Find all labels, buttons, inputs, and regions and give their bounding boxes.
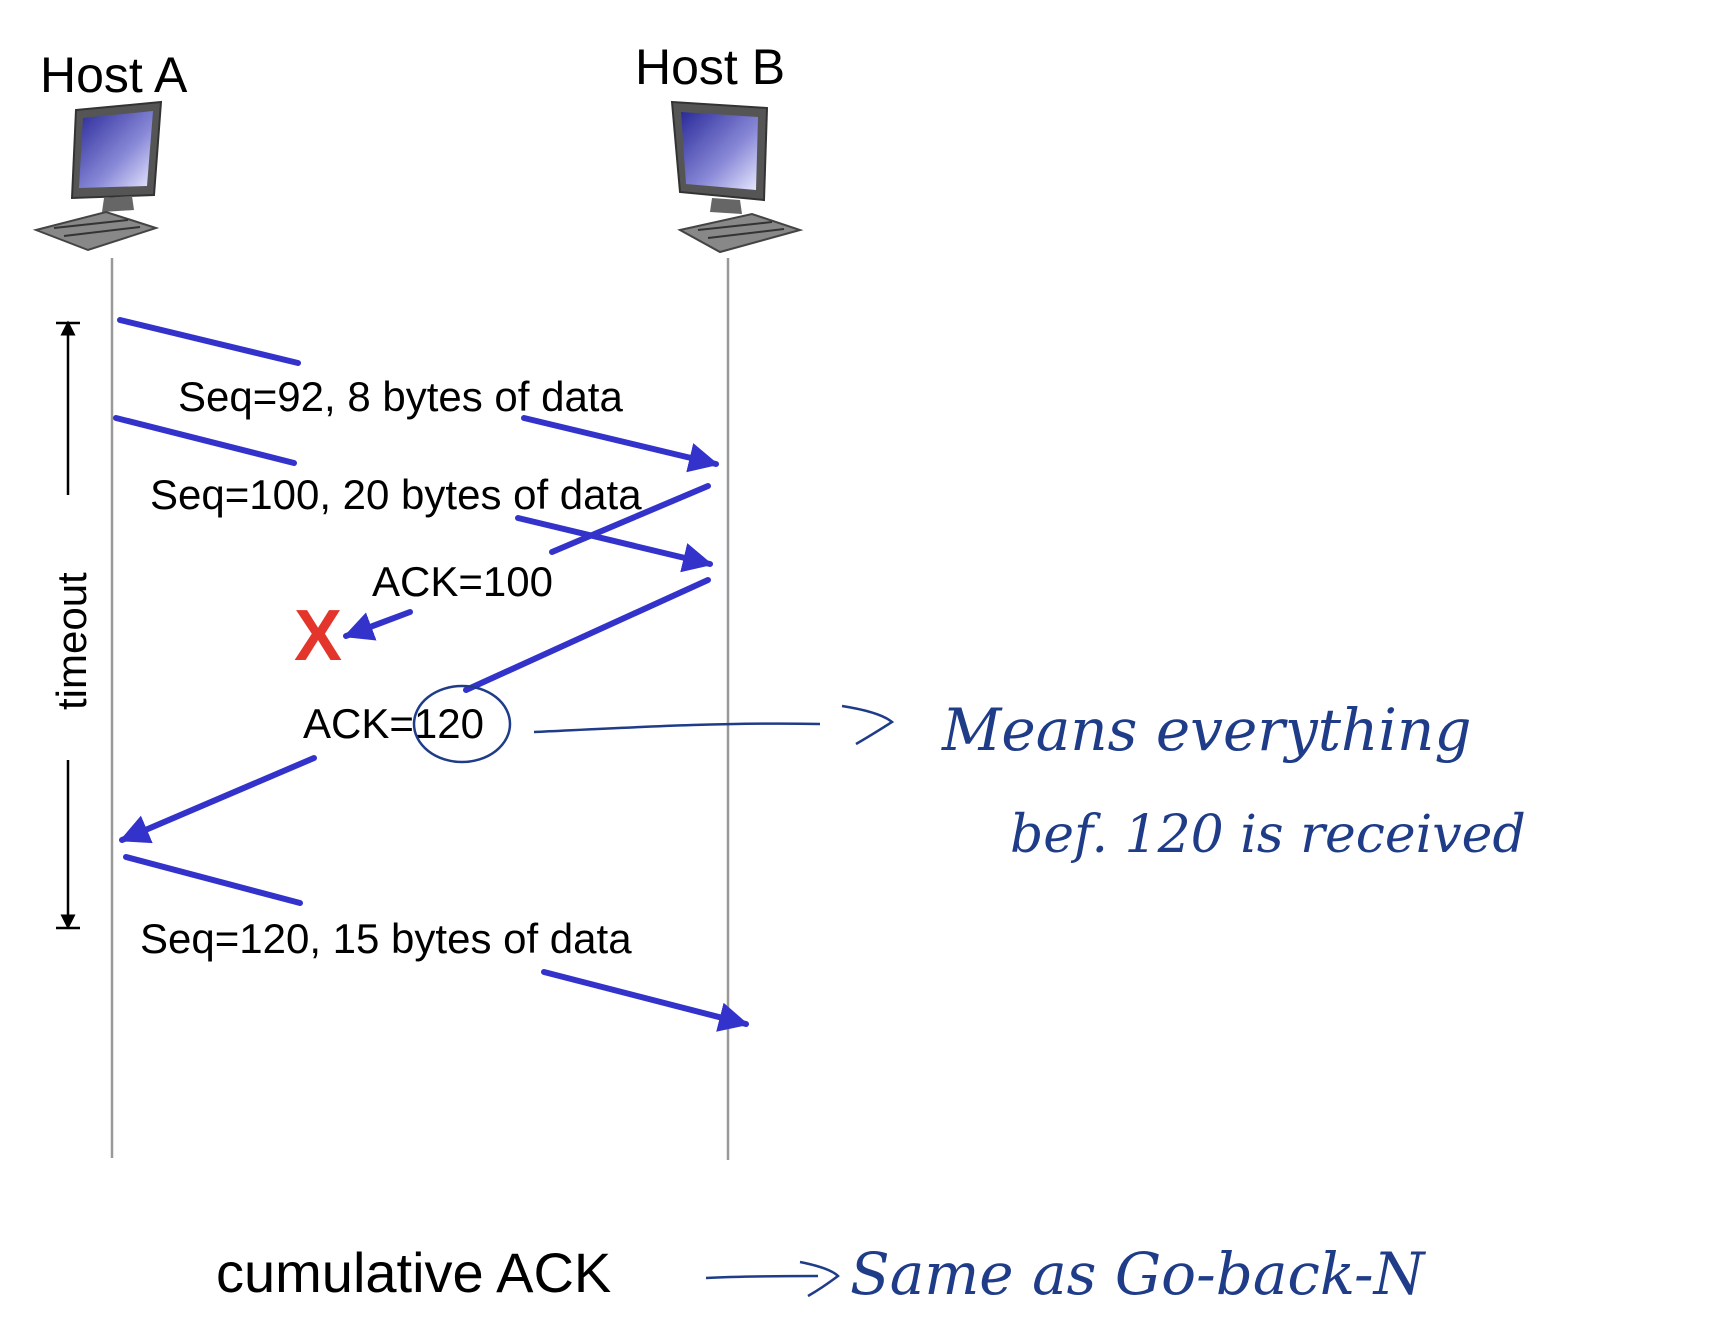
timeout-bracket xyxy=(56,320,80,930)
footer-arrow-icon xyxy=(799,1260,840,1298)
ack120-circle xyxy=(412,684,512,764)
ack100-arrow-end xyxy=(343,609,413,641)
timeout-label: timeout xyxy=(48,572,95,710)
ack120-label: ACK=120 xyxy=(303,700,484,747)
ack100-arrow-start xyxy=(549,483,711,555)
ack120-arrow-start xyxy=(463,577,711,693)
seq92-arrow-end xyxy=(521,415,719,473)
loss-x-icon: X xyxy=(294,596,342,676)
seq100-arrow-end xyxy=(515,515,713,573)
seq100-arrow-start xyxy=(113,415,297,466)
seq100-label: Seq=100, 20 bytes of data xyxy=(150,471,642,518)
annotation-arrow-icon xyxy=(841,704,895,746)
seq120-label: Seq=120, 15 bytes of data xyxy=(140,915,632,962)
computer-icon xyxy=(670,100,804,254)
footer-annotation: Same as Go-back-N xyxy=(850,1240,1427,1308)
annotation-connector xyxy=(533,722,821,734)
host-b-label: Host B xyxy=(635,39,785,95)
seq120-arrow-end xyxy=(541,969,749,1032)
host-a-label: Host A xyxy=(40,47,188,103)
computer-icon xyxy=(32,100,163,252)
footer-connector xyxy=(705,1274,819,1280)
ack100-label: ACK=100 xyxy=(372,558,553,605)
ack120-arrow-end xyxy=(119,755,317,844)
cumulative-ack-label: cumulative ACK xyxy=(216,1241,611,1304)
seq120-arrow-start xyxy=(123,854,303,906)
annotation-line1: Means everything xyxy=(941,696,1471,764)
annotation-line2: bef. 120 is received xyxy=(1010,805,1526,865)
seq92-label: Seq=92, 8 bytes of data xyxy=(178,373,623,420)
seq92-arrow-start xyxy=(117,317,301,366)
